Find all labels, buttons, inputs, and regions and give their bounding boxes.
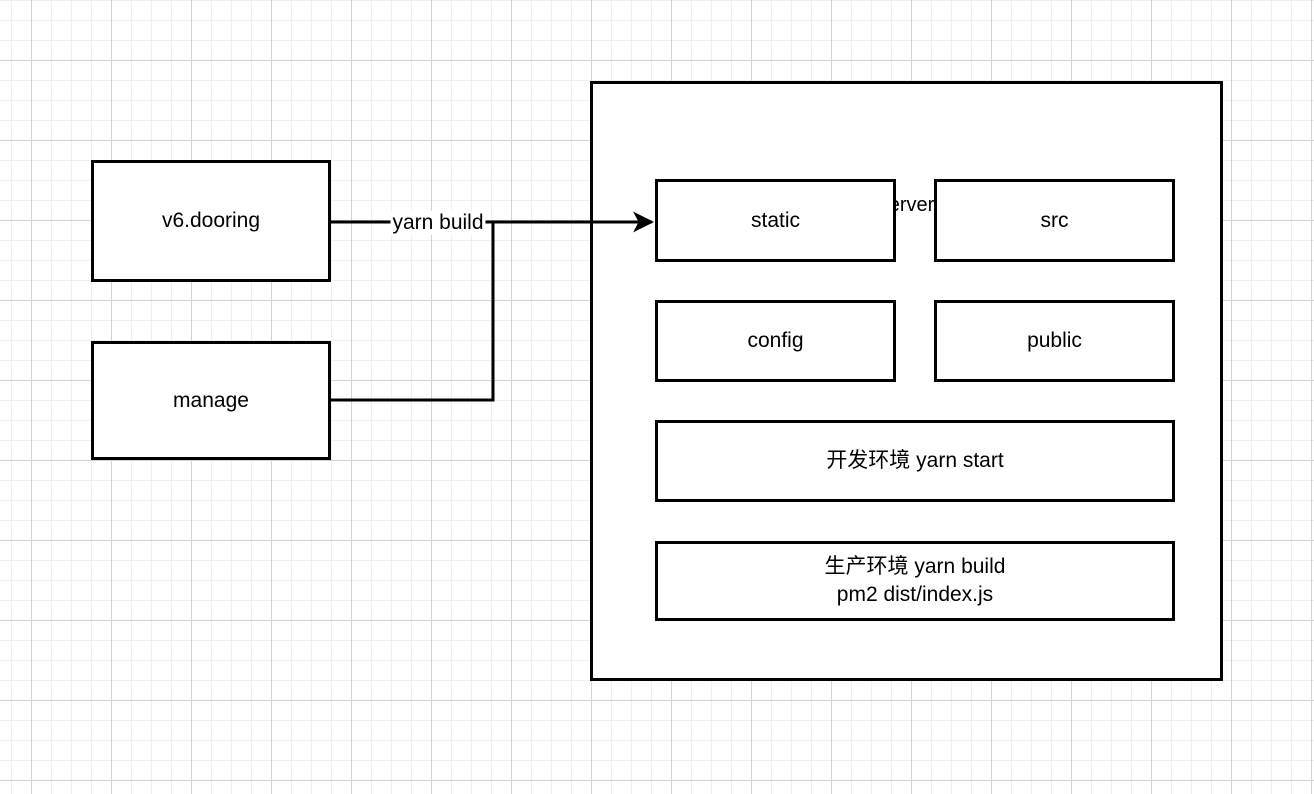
node-src-label: src	[1040, 208, 1069, 232]
node-public[interactable]: public	[934, 300, 1175, 382]
edge-label-yarn-build: yarn build	[390, 211, 486, 235]
node-dev-env[interactable]: 开发环境 yarn start	[655, 420, 1175, 502]
node-static-label: static	[750, 208, 800, 232]
node-static[interactable]: static	[655, 179, 896, 262]
node-public-label: public	[1027, 329, 1082, 353]
node-prod-env-label: 生产环境 yarn build pm2 dist/index.js	[824, 555, 1006, 606]
node-prod-env[interactable]: 生产环境 yarn build pm2 dist/index.js	[655, 541, 1175, 621]
node-v6-dooring[interactable]: v6.dooring	[91, 160, 331, 282]
node-dev-env-label: 开发环境 yarn start	[826, 449, 1004, 473]
node-v6-dooring-label: v6.dooring	[161, 209, 261, 233]
node-src[interactable]: src	[934, 179, 1175, 262]
edge-manage-to-trunk	[331, 222, 495, 402]
node-manage-label: manage	[173, 388, 249, 412]
node-manage[interactable]: manage	[91, 341, 331, 460]
node-config[interactable]: config	[655, 300, 896, 382]
node-config-label: config	[747, 329, 804, 353]
